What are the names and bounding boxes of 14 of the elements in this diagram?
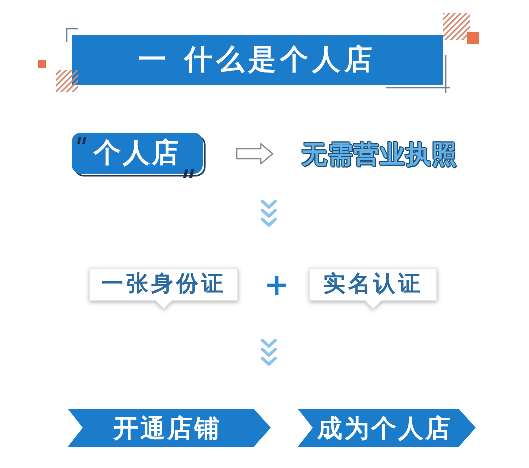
banner-text: 开通店铺 (114, 416, 222, 440)
bubble-text: 一张身份证 (102, 274, 226, 296)
speech-bubble (89, 268, 239, 310)
hollow-arrow (236, 143, 274, 165)
tag-text: 个人店 (94, 140, 181, 167)
quote-tag (70, 131, 207, 180)
plus-sign: + (264, 271, 290, 301)
bubble-text: 实名认证 (324, 274, 424, 296)
speech-bubble (309, 268, 438, 310)
title-text: 一 什么是个人店 (138, 46, 376, 74)
banner-text: 成为个人店 (318, 416, 452, 440)
arrow-banner (68, 409, 271, 447)
arrow-banner (298, 409, 476, 447)
outlined-heading: 无需营业执照 (302, 142, 458, 166)
